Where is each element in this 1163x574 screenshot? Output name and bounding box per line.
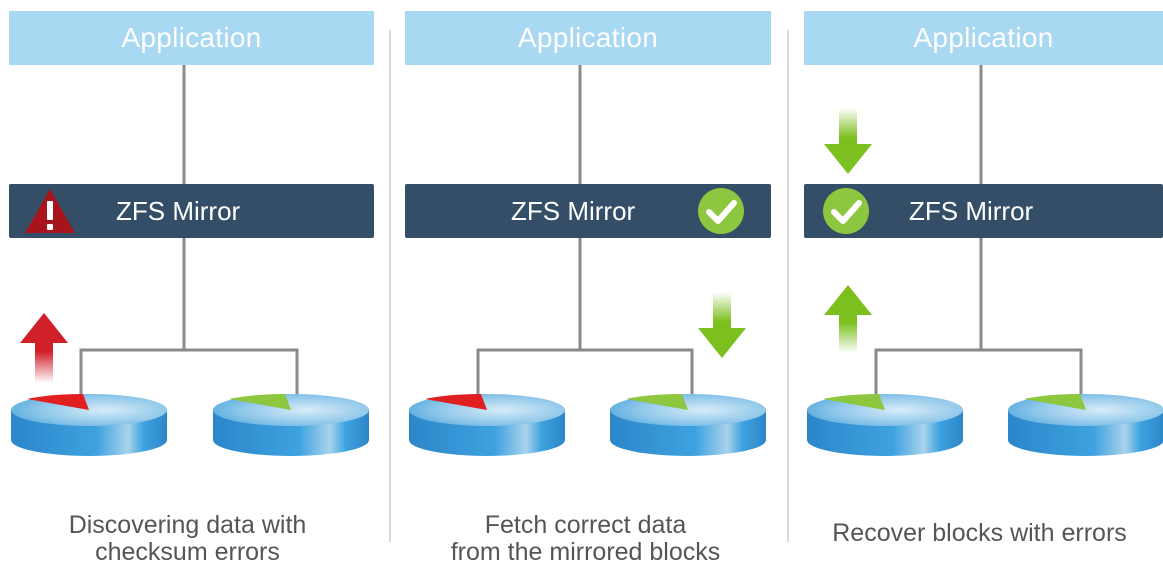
zfs-mirror-label: ZFS Mirror <box>116 196 241 226</box>
arrow-down-icon <box>698 292 746 358</box>
application-box: Application <box>405 11 771 65</box>
caption-line: Discovering data with <box>68 511 307 539</box>
disk-icon <box>807 394 963 456</box>
connection-lines <box>874 65 1083 398</box>
caption-line: checksum errors <box>95 538 280 566</box>
application-box: Application <box>9 11 374 65</box>
disk-icon <box>610 394 766 456</box>
zfs-mirror-box: ZFS Mirror <box>9 184 374 238</box>
panel-caption: Recover blocks with errors <box>796 520 1163 547</box>
connection-lines <box>476 65 694 398</box>
zfs-mirror-label: ZFS Mirror <box>511 196 636 226</box>
panel-recover: Application ZFS Mirror <box>796 0 1163 574</box>
arrow-up-icon <box>824 285 872 353</box>
disk-icon <box>409 394 565 456</box>
caption-line: Fetch correct data <box>484 511 687 539</box>
arrow-up-icon <box>20 313 68 383</box>
warning-icon <box>25 189 75 233</box>
zfs-mirror-label: ZFS Mirror <box>909 196 1034 226</box>
zfs-mirror-box: ZFS Mirror <box>804 184 1163 238</box>
application-label: Application <box>517 22 659 53</box>
panel-divider <box>787 30 789 542</box>
disk-icon <box>11 394 167 456</box>
check-circle-icon <box>698 188 744 234</box>
connection-lines <box>79 65 299 398</box>
panel-fetch: Application ZFS Mirror <box>398 0 787 574</box>
disk-icon <box>1008 394 1163 456</box>
panel-caption: Discovering data with checksum errors <box>0 512 375 566</box>
arrow-down-icon <box>824 108 872 174</box>
disk-icon <box>213 394 369 456</box>
caption-line: Recover blocks with errors <box>832 519 1127 547</box>
caption-line: from the mirrored blocks <box>450 538 721 566</box>
panel-discover: Application ZFS Mirror <box>0 0 389 574</box>
check-circle-icon <box>823 188 869 234</box>
application-box: Application <box>804 11 1163 65</box>
panel-caption: Fetch correct data from the mirrored blo… <box>398 512 773 566</box>
application-label: Application <box>913 22 1054 53</box>
zfs-mirror-box: ZFS Mirror <box>405 184 771 238</box>
application-label: Application <box>121 22 262 53</box>
panel-divider <box>389 30 391 542</box>
